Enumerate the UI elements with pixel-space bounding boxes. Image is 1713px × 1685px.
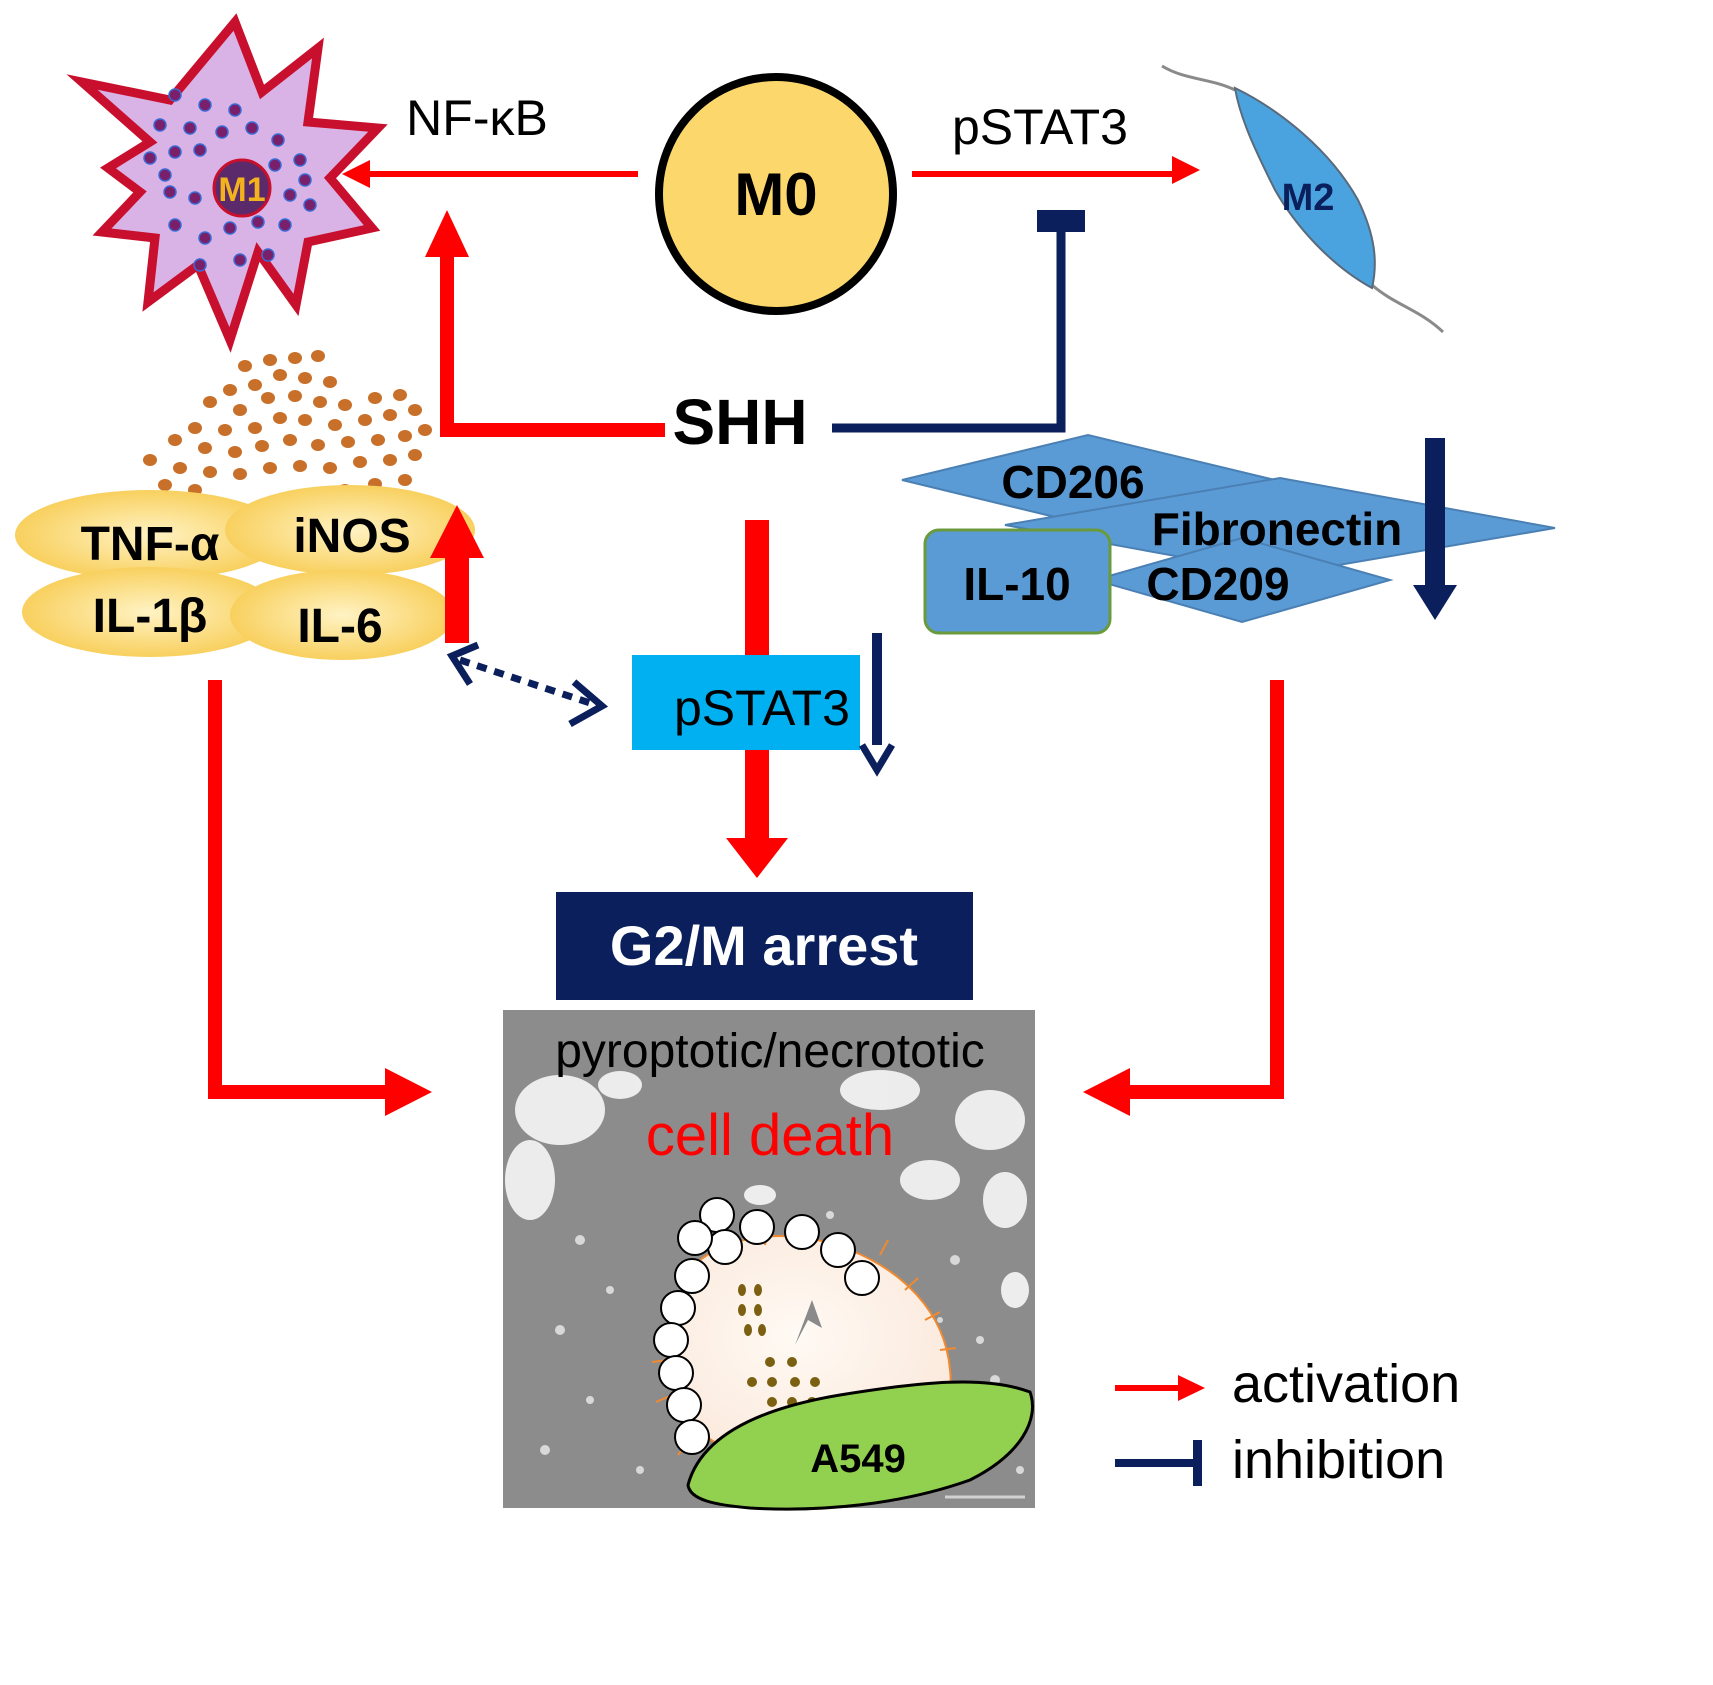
marker-label-cd209: CD209: [1146, 558, 1289, 610]
crosstalk-arrowhead-right: [568, 679, 609, 728]
pstat3-decrease-shaft: [872, 633, 882, 745]
shh-node: SHH: [672, 386, 807, 458]
marker-box-il10: [923, 528, 1112, 635]
edge-cytokines-pstat3-crosstalk: [446, 641, 609, 728]
cytokine-particles: [138, 350, 432, 511]
crosstalk-dotted-line: [458, 656, 592, 707]
marker-decrease-arrowhead: [1413, 585, 1457, 620]
marker-label-cd206: CD206: [1001, 456, 1144, 508]
legend-activation-label: activation: [1232, 1354, 1460, 1414]
outcome-line1: pyroptotic/necrototic: [555, 1025, 985, 1078]
edge-label-pstat3: pSTAT3: [952, 99, 1128, 155]
cytokine-oval-il6: [230, 570, 454, 660]
cytokine-label-inos: iNOS: [293, 510, 410, 563]
edge-shh-inhibits-m2: [832, 210, 1085, 433]
marker-diamond-cd209: [1091, 536, 1394, 624]
edge-m0-to-m2: pSTAT3: [912, 99, 1200, 184]
legend-activation-arrowhead: [1178, 1375, 1205, 1401]
m1-macrophage: M1: [66, 13, 388, 353]
marker-decrease-shaft: [1425, 438, 1445, 588]
m1-label: M1: [218, 171, 265, 209]
edge-m2-death-arrowhead: [1083, 1068, 1130, 1116]
a549-cell: [686, 1380, 1034, 1511]
cytokine-oval-tnf: [15, 490, 285, 580]
pore-vesicles: [653, 1197, 880, 1455]
micrograph-bright-patches: [505, 1070, 1029, 1308]
dying-cell-nucleus-fragment: [795, 1300, 822, 1345]
edge-shh-m2-tbar: [1037, 210, 1085, 232]
edge-m0-to-m1: NF-κB: [342, 90, 638, 188]
edge-m0-m1-arrowhead: [342, 160, 370, 188]
m1-granules: [143, 88, 317, 272]
edge-m2-to-cell-death: [1083, 680, 1284, 1116]
edge-m2-death-line: [1120, 680, 1284, 1099]
m1-nucleus: [212, 158, 272, 218]
edge-m0-m2-arrowhead: [1172, 156, 1200, 184]
legend-inhibition-tbar: [1193, 1440, 1202, 1486]
cell-death-micrograph: A549 pyroptotic/necrototic cell death: [503, 1010, 1035, 1511]
m2-marker-cluster: CD206 Fibronectin IL-10 CD209: [901, 433, 1556, 635]
shh-pstat3-shaft-lower: [745, 750, 769, 842]
pstat3-node: pSTAT3: [632, 633, 896, 777]
edge-shh-g2m-arrowhead: [726, 838, 788, 878]
shh-label: SHH: [672, 386, 807, 458]
edge-m1-death-arrowhead: [385, 1068, 432, 1116]
g2m-arrest-box: [556, 892, 973, 1000]
cytokine-oval-inos: [225, 485, 475, 575]
shh-pstat3-shaft-upper: [745, 520, 769, 655]
m2-label: M2: [1282, 177, 1335, 219]
edge-label-nfkb: NF-κB: [406, 90, 548, 146]
cytokine-label-tnf: TNF-α: [81, 518, 220, 571]
edge-shh-to-g2m: [726, 520, 788, 878]
m2-macrophage: M2: [1161, 64, 1445, 334]
m0-macrophage: M0: [655, 73, 897, 315]
pstat3-box: [632, 655, 860, 750]
m1-cytokine-cluster: TNF-α iNOS IL-1β IL-6: [15, 485, 484, 660]
m0-label: M0: [734, 161, 817, 228]
cytokine-increase-arrowhead: [430, 505, 484, 558]
pstat3-decrease-arrowhead: [858, 743, 896, 777]
outcome-line2: cell death: [646, 1103, 894, 1168]
legend: activation inhibition: [1115, 1354, 1460, 1490]
cytokine-label-il6: IL-6: [297, 600, 382, 653]
legend-inhibition-label: inhibition: [1232, 1430, 1445, 1490]
m0-cell: [655, 73, 897, 315]
m2-cell-body: [1233, 86, 1376, 290]
edge-shh-m1-arrowhead: [425, 210, 469, 257]
edge-shh-m2-line: [832, 222, 1066, 433]
edge-m1-to-cell-death: [208, 680, 432, 1116]
edge-m1-death-line: [208, 680, 395, 1099]
cytokine-increase-shaft: [445, 555, 469, 643]
pstat3-box-label: pSTAT3: [674, 680, 850, 736]
edge-shh-m1-line: [440, 255, 665, 437]
crosstalk-arrowhead-left: [446, 641, 480, 686]
cytokine-label-il1b: IL-1β: [93, 590, 208, 643]
a549-label: A549: [810, 1437, 906, 1481]
g2m-arrest-label: G2/M arrest: [610, 914, 918, 977]
marker-label-fibronectin: Fibronectin: [1152, 503, 1402, 555]
marker-label-il10: IL-10: [963, 558, 1070, 610]
g2m-arrest-node: G2/M arrest: [556, 892, 973, 1000]
edge-shh-activates-m1: [425, 210, 665, 437]
cytokine-oval-il1b: [22, 567, 278, 657]
m2-tail: [1161, 64, 1445, 334]
micrograph-small-spots: [540, 1211, 1024, 1474]
